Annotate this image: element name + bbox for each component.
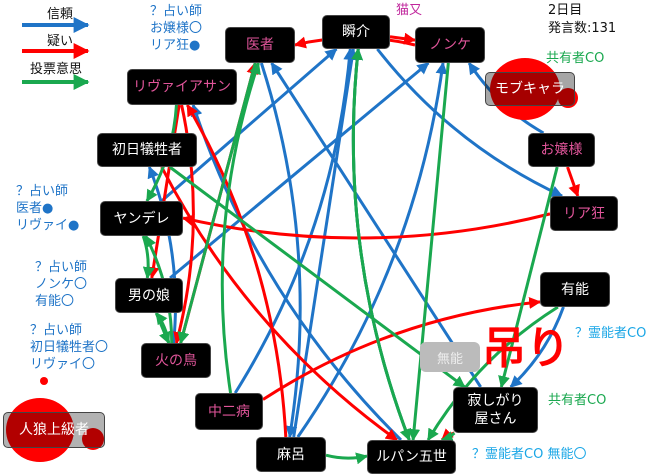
node-isha[interactable]: 医者 [225,27,295,63]
medium-co-note-yuno: ？霊能者CO [575,326,647,341]
note-line: 初日犠牲者〇 [30,340,109,355]
note-line: ？占い師 [30,323,83,338]
edge-trust-hinotori-to-shonichi [147,165,178,344]
node-sabishi[interactable]: 寂しがり屋さん [453,387,538,433]
edge-vote-sabishi-to-lupin [440,431,456,443]
nekomata-note: 猫又 [396,3,423,18]
edge-doubt-riakyo-to-yandere [181,212,551,240]
note-line: リヴァイ〇 [30,357,96,372]
blood-splatter [490,58,560,120]
legend-vote-label: 投票意思 [30,62,83,77]
node-lupin[interactable]: ルパン五世 [367,440,456,474]
legend-arrows [22,17,90,90]
note-line: ？占い師 [16,184,69,199]
edge-doubt-shonichi-to-lupin [160,166,398,442]
node-otokonoko[interactable]: 男の娘 [115,278,183,313]
legend-doubt-label: 疑い [47,34,74,49]
node-chuni[interactable]: 中二病 [195,393,263,430]
node-jinro[interactable]: 人狼上級者 [3,412,105,448]
node-maro[interactable]: 麻呂 [256,437,326,472]
shared-co-note-mob: 共有者CO [546,51,605,66]
note-line: お嬢様〇 [150,21,203,36]
edge-vote-maro-to-lupin [325,452,369,465]
node-nonke[interactable]: ノンケ [415,27,485,63]
legend-trust-label: 信頼 [47,7,74,22]
edge-vote-shunsuke-to-lupin [351,48,412,442]
remark-count: 発言数:131 [548,21,617,36]
node-muno-dead[interactable]: 無能 [420,342,480,372]
edge-trust-shunsuke-to-riakyo [376,48,564,198]
edge-trust-lupin-to-shunsuke [351,47,411,441]
hanged-mark: 吊り [482,323,570,374]
note-line: リア狂● [150,38,201,53]
seer-note-2: ？占い師 医者● リヴァイ● [16,183,79,234]
seer-note-1: ？占い師 お嬢様〇 リア狂● [150,3,202,54]
edge-vote-yandere-to-otokonoko [141,235,155,280]
edge-vote-ojousama-to-sabishi [498,166,559,389]
edge-vote-hinotori-to-otokonoko [155,312,171,344]
note-line: リヴァイ● [16,218,80,233]
day-label: 2日目 [548,3,583,18]
seer-note-4: ？占い師 初日犠牲者〇 リヴァイ〇 [30,322,108,373]
note-line: 有能〇 [35,294,75,309]
edge-vote-nonke-to-lupin [408,62,450,442]
node-ojousama[interactable]: お嬢様 [528,133,595,167]
edge-doubt-shunsuke-to-nonke [389,32,417,45]
edge-trust-maro-to-nonke [296,61,448,438]
node-hinotori[interactable]: 火の鳥 [141,343,211,378]
note-line: ？占い師 [35,260,88,275]
note-line: ノンケ〇 [35,277,88,292]
node-leviathan[interactable]: リヴァイアサン [127,69,237,105]
blood-splatter [82,428,104,450]
node-mob[interactable]: モブキャラ [485,72,575,106]
node-yuno[interactable]: 有能 [540,272,610,307]
edge-doubt-ojousama-to-riakyo [566,166,580,198]
node-shonichi[interactable]: 初日犠牲者 [97,133,197,167]
edge-vote-lupin-to-shunsuke [351,47,411,441]
edge-vote-yuno-to-lupin [426,305,559,442]
node-riakyo[interactable]: リア狂 [550,196,618,231]
node-yandere[interactable]: ヤンデレ [100,201,183,236]
edge-doubt-maro-to-leviathan [186,103,288,438]
edge-trust-lupin-to-leviathan [190,103,403,442]
blood-splatter [6,398,74,462]
shared-co-note-sabishi: 共有者CO [548,393,607,408]
seer-note-3: ？占い師 ノンケ〇 有能〇 [35,259,87,310]
note-line: 医者● [16,201,54,216]
blood-splatter [40,377,48,385]
node-shunsuke[interactable]: 瞬介 [322,15,390,49]
note-line: ？占い師 [150,4,203,19]
medium-co-note-lupin: ？霊能者CO 無能〇 [472,447,587,462]
edge-trust-isha-to-maro [259,62,302,439]
edge-trust-chuni-to-shunsuke [233,47,356,394]
edge-trust-yuno-to-sabishi [509,306,565,389]
edge-vote-chuni-to-isha [220,61,261,394]
edge-trust-yandere-to-shunsuke [160,47,338,203]
